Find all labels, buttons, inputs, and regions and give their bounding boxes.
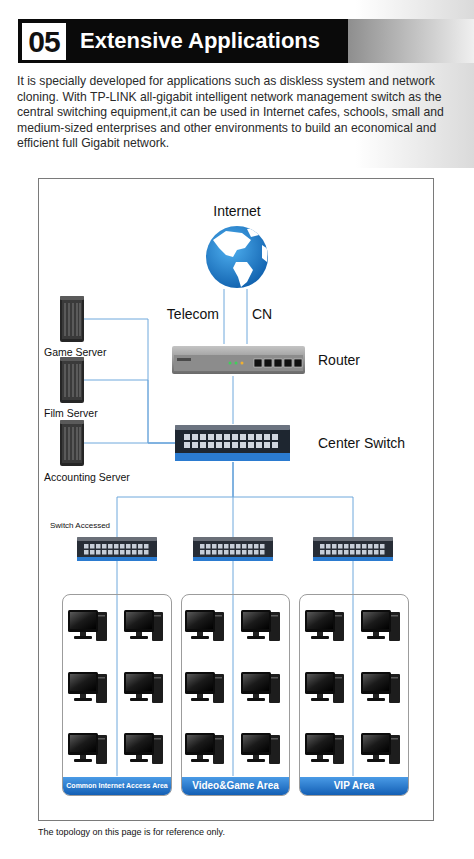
network-link	[247, 289, 248, 344]
internet-globe: Internet	[195, 203, 279, 289]
access-switch	[193, 537, 273, 561]
area-title: Video&Game Area	[182, 777, 289, 795]
computer	[361, 733, 400, 764]
computer	[124, 733, 163, 764]
computer	[305, 610, 344, 641]
edge-label: CN	[252, 306, 272, 322]
center-switch-device	[175, 425, 290, 461]
continent	[262, 245, 268, 262]
router-node: Router	[170, 344, 370, 376]
node-label: Game Server	[42, 346, 106, 359]
node-label: Center Switch	[318, 435, 405, 451]
node-label: 05	[28, 26, 59, 58]
header-tail	[348, 19, 474, 63]
server-device	[60, 420, 84, 466]
computer	[241, 610, 280, 641]
server-device	[60, 296, 84, 342]
area-wire	[233, 594, 234, 776]
computer	[68, 672, 107, 703]
computer	[241, 733, 280, 764]
diagram-frame	[39, 179, 434, 821]
network-link	[117, 462, 233, 594]
node-label: Accounting Server	[42, 471, 130, 484]
computer	[241, 672, 280, 703]
network-link	[233, 462, 353, 594]
switch-note: Switch Accessed	[50, 521, 110, 531]
network-link	[112, 380, 175, 443]
computer	[361, 672, 400, 703]
network-link	[233, 376, 234, 424]
computer	[185, 672, 224, 703]
area-wire	[117, 594, 118, 776]
globe-land	[213, 227, 268, 287]
computer	[185, 610, 224, 641]
area-title: VIP Area	[300, 777, 408, 795]
edge-label: Telecom	[167, 306, 219, 322]
header-band	[18, 19, 348, 63]
node-label: Router	[318, 352, 360, 368]
page-title: Extensive Applications	[80, 28, 320, 54]
computer	[124, 672, 163, 703]
network-link	[138, 443, 175, 444]
server-node: Game Server	[42, 292, 112, 359]
intro-paragraph: It is specially developed for applicatio…	[17, 74, 472, 152]
area-title: Common Internet Access Area	[63, 777, 171, 795]
area-box: VIP Area	[299, 594, 409, 796]
computer	[185, 733, 224, 764]
section-number-box: 05	[22, 23, 66, 60]
continent	[233, 262, 253, 287]
computer	[361, 610, 400, 641]
server-stub-wire	[84, 319, 112, 320]
area-wire	[353, 594, 354, 776]
area-box: Video&Game Area	[181, 594, 290, 796]
continent	[247, 227, 259, 237]
server-node: Accounting Server	[42, 417, 138, 484]
header-shade	[0, 0, 474, 168]
access-switch	[313, 537, 393, 561]
server-stub-wire	[84, 443, 138, 444]
server-device	[60, 357, 84, 403]
server-stub-wire	[84, 380, 112, 381]
computer	[305, 733, 344, 764]
computer	[305, 672, 344, 703]
network-link	[224, 289, 225, 344]
switch-node: Center Switch	[175, 424, 440, 462]
computer	[68, 733, 107, 764]
network-link	[112, 319, 175, 443]
node-label: Film Server	[42, 407, 98, 420]
computer	[124, 610, 163, 641]
computer	[68, 610, 107, 641]
node-label: Internet	[213, 203, 260, 220]
access-switch	[77, 537, 157, 561]
continent	[213, 231, 251, 257]
router-device	[172, 346, 305, 374]
footnote: The topology on this page is for referen…	[38, 827, 225, 837]
area-box: Common Internet Access Area	[62, 594, 172, 796]
globe	[206, 226, 268, 288]
server-node: Film Server	[42, 355, 112, 420]
